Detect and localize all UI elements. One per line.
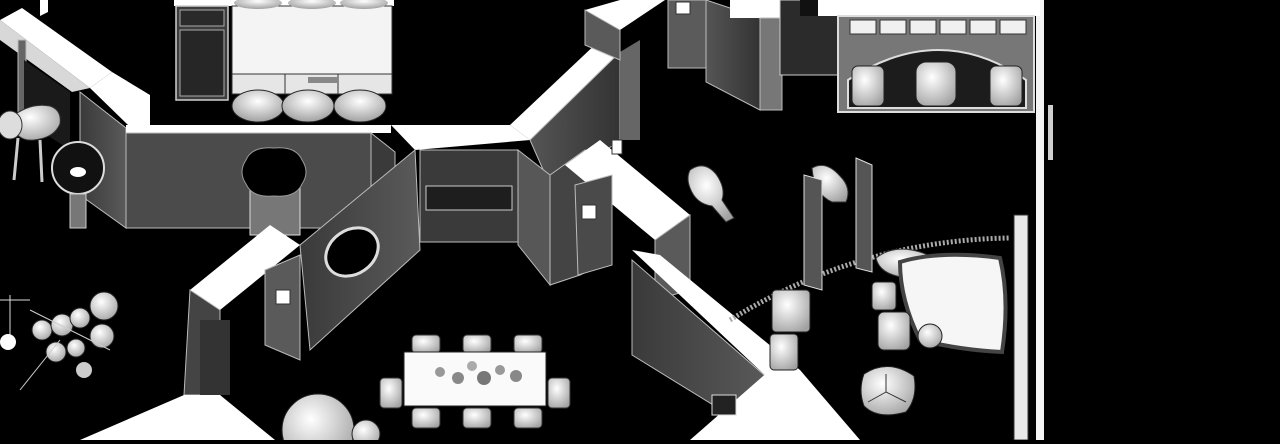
dining-table-icon (403, 351, 547, 407)
chandelier-icon (0, 291, 119, 391)
round-table-icon (281, 393, 355, 444)
doorway-frame (803, 157, 873, 291)
ottoman-icon (769, 281, 943, 371)
bar-stool-icon (231, 0, 388, 123)
dining-area (281, 334, 571, 444)
round-window-icon (324, 226, 380, 278)
floor-lamp-icon (51, 141, 105, 229)
tree-planter-icon (860, 366, 916, 416)
booth-seating (818, 0, 1040, 113)
deer-figure-icon (0, 104, 61, 183)
wall-fixture (1048, 105, 1053, 160)
table-centerpiece (435, 361, 522, 385)
play-area (687, 157, 1029, 441)
door-sign-icons (275, 1, 691, 305)
right-outer-wall (1036, 0, 1044, 440)
kitchen-area (174, 0, 394, 123)
rug-icon (897, 252, 1008, 355)
armchair-icon (915, 61, 957, 107)
booth-window-panes (849, 19, 1027, 35)
lower-left-wall (80, 225, 301, 440)
left-lounge (0, 104, 119, 391)
dining-chair-icon (379, 334, 571, 429)
kitchen-island-icon (231, 5, 393, 95)
exterior-void (1040, 0, 1280, 440)
wall-lamp-icon (241, 147, 307, 236)
right-diagonal-walls (565, 140, 860, 441)
right-panel-wall (1013, 214, 1029, 441)
